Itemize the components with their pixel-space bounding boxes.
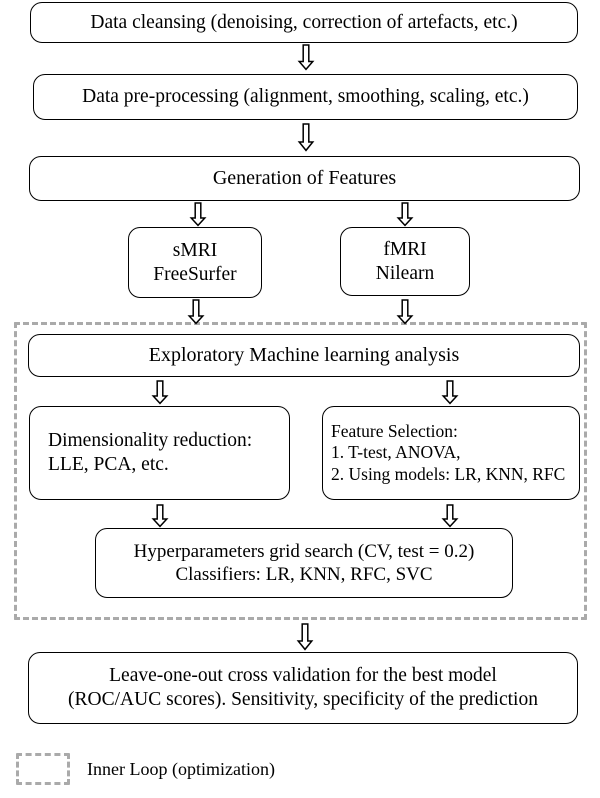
arrow-down-icon [396, 202, 414, 227]
node-dimensionality-reduction[interactable]: Dimensionality reduction: LLE, PCA, etc. [29, 406, 290, 500]
node-label-line-1: Dimensionality reduction: [48, 430, 253, 452]
node-exploratory-ml-analysis[interactable]: Exploratory Machine learning analysis [28, 334, 580, 377]
node-fmri-nilearn[interactable]: fMRI Nilearn [340, 227, 470, 296]
node-label-line-2: (ROC/AUC scores). Sensitivity, specifici… [68, 689, 538, 710]
node-label-line-2: Nilearn [375, 262, 435, 284]
node-hyperparameters-grid-search[interactable]: Hyperparameters grid search (CV, test = … [95, 528, 513, 598]
node-label-line-2: Classifiers: LR, KNN, RFC, SVC [175, 564, 433, 585]
inner-loop-region [14, 322, 587, 620]
node-label: Generation of Features [212, 167, 397, 190]
legend-dashed-swatch [16, 753, 70, 785]
node-label-line-2: LLE, PCA, etc. [48, 454, 169, 475]
legend-label-inner-loop: Inner Loop (optimization) [87, 759, 275, 779]
node-label: Data cleansing (denoising, correction of… [90, 11, 518, 33]
arrow-down-icon [151, 380, 169, 405]
node-label-line-1: Leave-one-out cross validation for the b… [109, 665, 497, 687]
node-feature-selection[interactable]: Feature Selection: 1. T-test, ANOVA, 2. … [322, 406, 580, 500]
node-label: Exploratory Machine learning analysis [148, 344, 460, 367]
node-label-line-1: Hyperparameters grid search (CV, test = … [133, 540, 475, 562]
node-label-line-1: sMRI [172, 239, 218, 261]
node-label-line-1: fMRI [383, 238, 427, 260]
arrow-down-icon [151, 504, 169, 528]
arrow-down-icon [441, 504, 459, 528]
node-data-cleansing[interactable]: Data cleansing (denoising, correction of… [30, 2, 578, 43]
arrow-down-icon [296, 623, 314, 651]
arrow-down-icon [297, 44, 315, 71]
node-label-line-1: Feature Selection: [331, 420, 458, 441]
arrow-down-icon [441, 380, 459, 405]
node-leave-one-out-cv[interactable]: Leave-one-out cross validation for the b… [28, 652, 578, 724]
arrow-down-icon [189, 202, 207, 227]
arrow-down-icon [297, 123, 315, 152]
node-data-preprocessing[interactable]: Data pre-processing (alignment, smoothin… [33, 74, 578, 120]
node-label-line-2: 1. T-test, ANOVA, [331, 442, 461, 463]
node-smri-freesurfer[interactable]: sMRI FreeSurfer [128, 227, 262, 298]
arrow-down-icon [187, 299, 205, 325]
node-label: Data pre-processing (alignment, smoothin… [82, 86, 529, 108]
node-generation-of-features[interactable]: Generation of Features [29, 156, 580, 201]
arrow-down-icon [396, 299, 414, 325]
node-label-line-2: FreeSurfer [153, 263, 237, 285]
node-label-line-3: 2. Using models: LR, KNN, RFC [331, 463, 566, 484]
